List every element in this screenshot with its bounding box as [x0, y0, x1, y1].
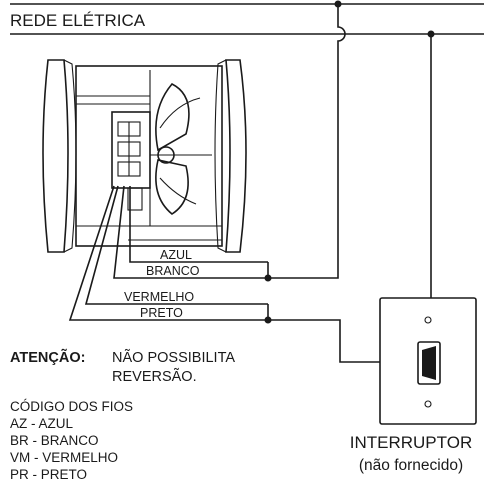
wire-label-azul: AZUL: [160, 248, 192, 262]
screw: [424, 400, 432, 408]
switch-label: INTERRUPTOR: [350, 433, 472, 452]
screw: [424, 316, 432, 324]
codes-heading: CÓDIGO DOS FIOS: [10, 399, 133, 414]
wire-vermelho: [84, 185, 268, 305]
switch-plate: [379, 297, 477, 425]
fan-housing: [75, 65, 223, 247]
fan-blade: [159, 177, 197, 205]
code-item: AZ - AZUL: [10, 416, 74, 431]
switch-device: [379, 297, 477, 425]
warning-label: ATENÇÃO:: [10, 348, 85, 366]
wire-to-switch: [268, 319, 380, 363]
code-item: BR - BRANCO: [10, 433, 99, 448]
fan-left-frame: [42, 59, 69, 253]
exhaust-fan-device: [42, 59, 247, 253]
wire-branco: [113, 185, 268, 279]
warning-line-1: NÃO POSSIBILITA: [112, 349, 235, 366]
warning-line-2: REVERSÃO.: [112, 368, 197, 385]
feed-wire-phase: [268, 4, 346, 279]
fan-right-frame-inner: [214, 59, 227, 253]
fan-blade: [155, 159, 189, 215]
fan-right-frame: [225, 59, 247, 253]
capacitor: [127, 187, 143, 211]
wire-azul: [129, 186, 268, 263]
code-item: PR - PRETO: [10, 467, 87, 480]
fan-blade: [155, 83, 190, 152]
code-item: VM - VERMELHO: [10, 450, 118, 465]
fan-blade: [159, 97, 201, 129]
rocker: [422, 346, 436, 380]
diagram-title: REDE ELÉTRICA: [10, 11, 146, 30]
wire-preto: [68, 185, 268, 321]
wire-label-branco: BRANCO: [146, 264, 200, 278]
wire-label-preto: PRETO: [140, 306, 183, 320]
switch-note: (não fornecido): [359, 457, 463, 474]
wire-label-vermelho: VERMELHO: [124, 290, 194, 304]
rocker-frame: [417, 341, 441, 385]
